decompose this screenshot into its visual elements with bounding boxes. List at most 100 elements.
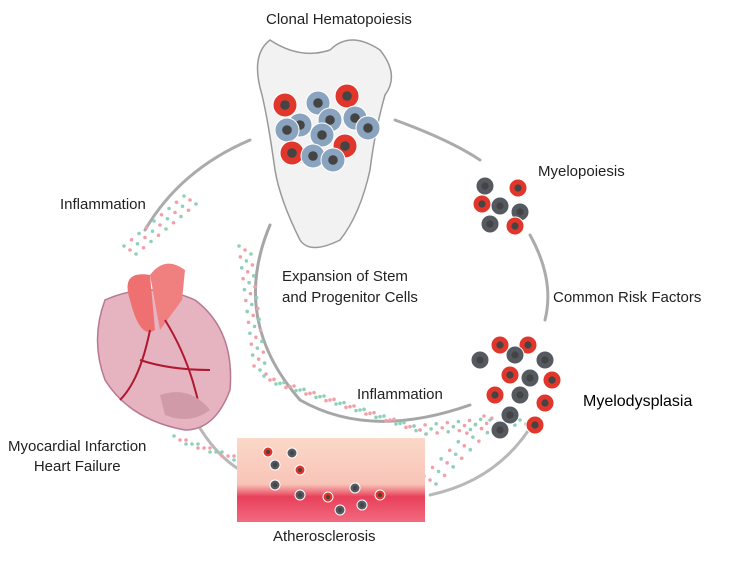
dot [143, 235, 147, 240]
dot [167, 206, 171, 211]
dot [354, 408, 358, 413]
dot [284, 385, 288, 390]
dot [362, 407, 366, 412]
dot [256, 306, 260, 311]
dysplastic-cell-nucleus [476, 356, 484, 364]
dot [186, 208, 191, 213]
dot [239, 266, 244, 270]
dot [434, 482, 438, 486]
dot [288, 384, 292, 389]
dot [252, 324, 257, 329]
vessel-cell-nucleus [338, 508, 342, 512]
dot [261, 350, 266, 354]
expansion-line-2: and Progenitor Cells [282, 289, 418, 306]
dot [246, 320, 251, 325]
dot [156, 233, 161, 238]
dot [451, 424, 456, 429]
dot [182, 194, 186, 198]
dot [137, 231, 141, 236]
dot [479, 426, 484, 431]
dot [208, 446, 212, 450]
dot [172, 434, 176, 438]
stem-cell-nucleus [308, 151, 318, 161]
dot [248, 331, 252, 336]
dot [314, 395, 318, 400]
dysplastic-cell-nucleus [506, 411, 514, 419]
myeloid-cell-nucleus [511, 222, 519, 230]
dot [338, 401, 342, 406]
dot [428, 478, 432, 482]
dot [232, 458, 236, 462]
dot [467, 418, 472, 423]
dot [251, 313, 255, 318]
dot [402, 420, 406, 425]
dot [144, 225, 149, 230]
dot [129, 237, 134, 242]
dot [318, 394, 322, 399]
expansion-line-1: Expansion of Stem [282, 268, 408, 285]
stem-cell-nucleus [313, 98, 323, 108]
dot [250, 263, 255, 267]
dot [423, 423, 427, 427]
dot [302, 387, 306, 392]
dot [322, 394, 326, 398]
stem-cell-nucleus [350, 113, 360, 123]
dysplastic-cell-nucleus [506, 371, 514, 379]
dot [244, 298, 248, 303]
dot [439, 457, 443, 461]
dot [248, 291, 253, 296]
dot [262, 374, 266, 378]
dot [364, 412, 368, 416]
dot [462, 443, 467, 448]
dot [442, 473, 447, 478]
dot [257, 317, 261, 322]
myelodysplasia-cells [470, 335, 562, 440]
dot [418, 428, 422, 432]
label-myelopoiesis: Myelopoiesis [538, 163, 625, 180]
dot [255, 346, 260, 350]
dot [238, 255, 243, 259]
dot [258, 328, 263, 333]
dot [451, 465, 455, 469]
dot [382, 414, 386, 418]
dot [188, 198, 192, 202]
dot [174, 200, 179, 205]
dot [159, 212, 164, 217]
dot [456, 439, 461, 444]
dysplastic-cell-nucleus [496, 341, 504, 349]
label-inflammation-center: Inflammation [357, 386, 443, 403]
dot [243, 248, 247, 252]
dot [268, 378, 272, 382]
dot [446, 429, 451, 434]
dot [122, 244, 126, 248]
dot [332, 397, 336, 402]
dot [436, 469, 441, 474]
dot [312, 390, 316, 395]
dot [134, 252, 138, 256]
dot [164, 227, 168, 231]
dot [249, 342, 254, 346]
dot [344, 405, 348, 410]
dysplastic-cell-nucleus [524, 341, 532, 349]
dot [208, 450, 212, 454]
dot [254, 335, 258, 340]
dot [462, 423, 467, 428]
dot [245, 309, 249, 314]
vessel-cell-nucleus [378, 493, 382, 497]
dot [292, 384, 296, 388]
dot [245, 270, 250, 274]
dot [445, 461, 449, 465]
dot [242, 287, 247, 292]
vessel-cell-nucleus [360, 503, 364, 507]
label-atherosclerosis: Atherosclerosis [273, 528, 376, 545]
dot [445, 420, 450, 425]
dot [214, 450, 218, 454]
dot [478, 417, 483, 422]
dot [298, 388, 302, 392]
dot [254, 295, 259, 300]
dot [262, 361, 267, 365]
dot [196, 442, 200, 446]
dot [414, 428, 418, 433]
